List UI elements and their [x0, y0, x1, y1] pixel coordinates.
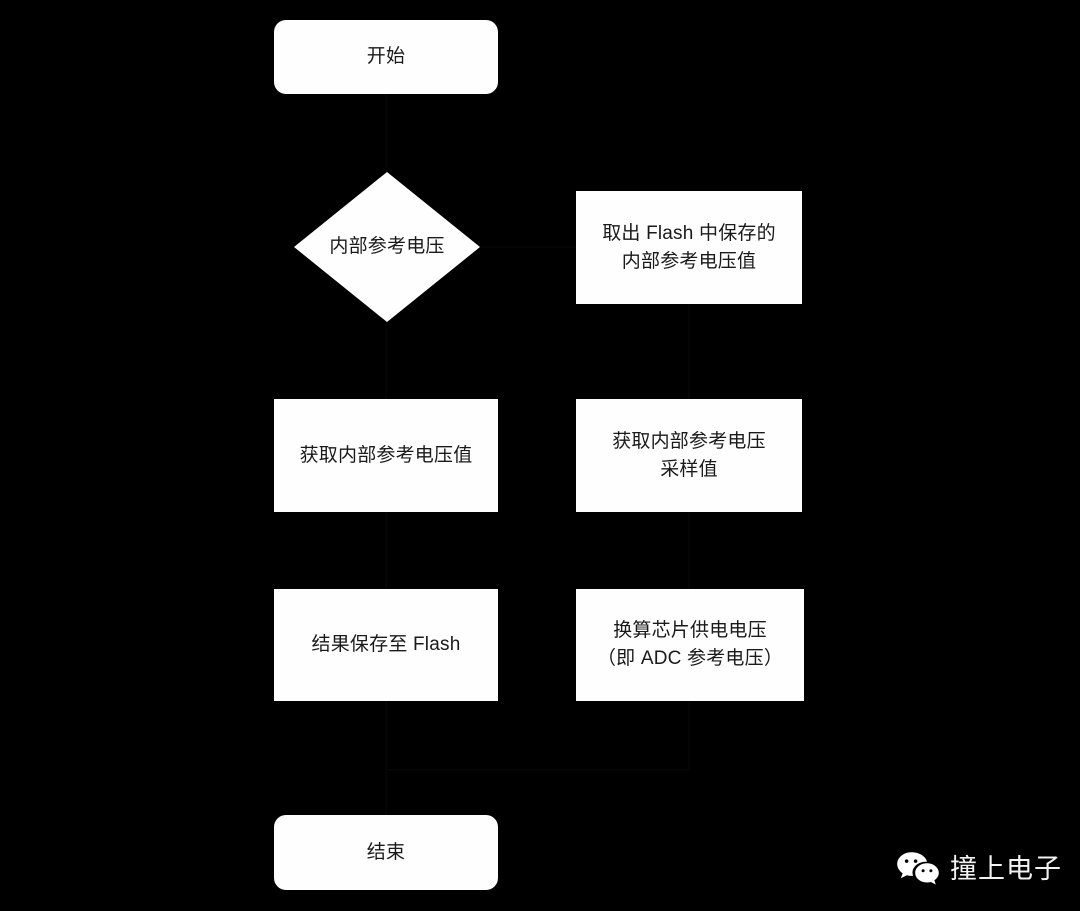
- flow-node-decision-internal-vref-label: 内部参考电压: [329, 236, 445, 258]
- flow-node-end[interactable]: 结束: [274, 815, 498, 890]
- flow-node-get-internal-vref-value[interactable]: 获取内部参考电压值: [274, 399, 498, 512]
- flow-node-start[interactable]: 开始: [274, 20, 498, 94]
- flow-node-read-flash-vref[interactable]: 取出 Flash 中保存的 内部参考电压值: [576, 191, 802, 304]
- wechat-icon: [896, 851, 940, 887]
- flow-node-get-internal-vref-sample-label: 获取内部参考电压 采样值: [612, 430, 766, 480]
- flow-node-save-result-to-flash-label: 结果保存至 Flash: [311, 634, 461, 656]
- flow-node-start-label: 开始: [366, 46, 406, 68]
- flow-node-save-result-to-flash[interactable]: 结果保存至 Flash: [274, 589, 498, 701]
- flow-node-read-flash-vref-label: 取出 Flash 中保存的 内部参考电压值: [602, 222, 776, 272]
- flow-node-end-label: 结束: [366, 841, 406, 863]
- flow-node-decision-internal-vref[interactable]: 内部参考电压: [294, 172, 480, 322]
- connector-convert-to-end: [386, 701, 690, 771]
- flow-node-get-internal-vref-value-label: 获取内部参考电压值: [299, 444, 473, 466]
- flow-node-get-internal-vref-sample[interactable]: 获取内部参考电压 采样值: [576, 399, 802, 512]
- watermark-label: 撞上电子: [950, 853, 1062, 884]
- flow-node-convert-supply-voltage-label: 换算芯片供电电压 （即 ADC 参考电压）: [596, 620, 784, 669]
- watermark: 撞上电子: [896, 851, 1062, 887]
- flow-node-convert-supply-voltage[interactable]: 换算芯片供电电压 （即 ADC 参考电压）: [576, 589, 804, 701]
